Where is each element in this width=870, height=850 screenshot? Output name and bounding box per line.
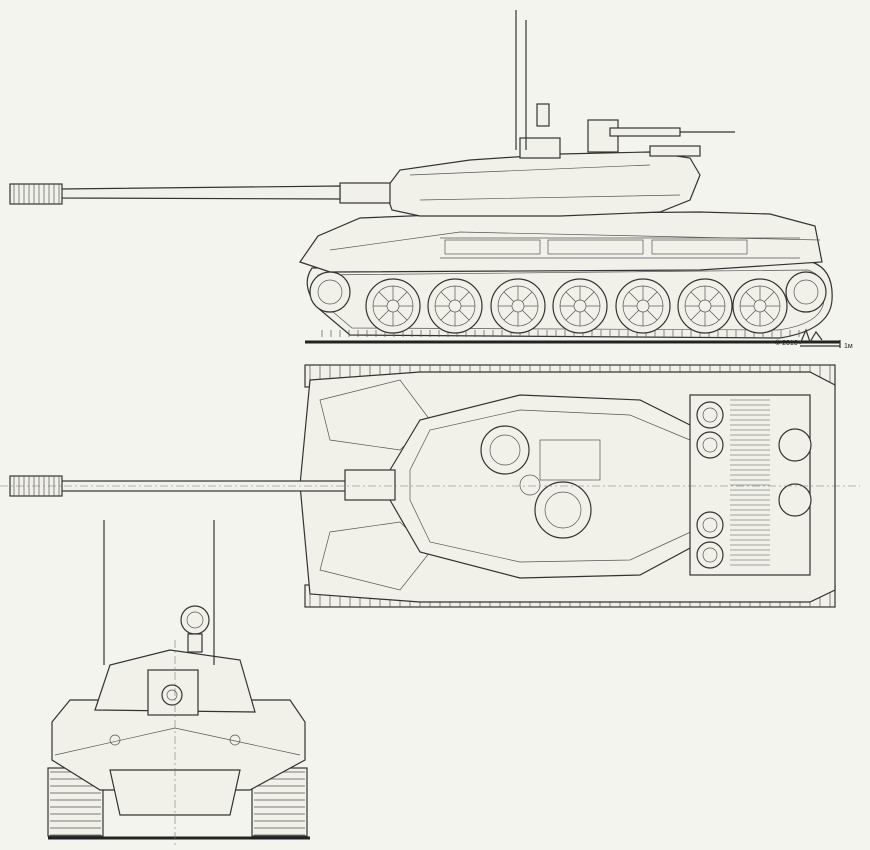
- front-gun-muzzle: [161, 684, 183, 706]
- front-view: [47, 520, 310, 845]
- side-road-wheel: [677, 278, 733, 334]
- top-view: [0, 364, 860, 608]
- front-commander-sight: [180, 605, 210, 635]
- signature-mark: [799, 328, 823, 345]
- top-engine-fan: [696, 541, 724, 569]
- side-road-wheel: [732, 278, 788, 334]
- top-commander-cupola: [534, 481, 592, 539]
- top-engine-fan: [696, 401, 724, 429]
- top-loader-hatch: [480, 425, 530, 475]
- side-road-wheel: [490, 278, 546, 334]
- top-engine-fan: [696, 511, 724, 539]
- side-view: © 2016 1м: [9, 10, 853, 350]
- side-drive-sprocket: [785, 271, 827, 313]
- scale-unit-label: 1м: [844, 343, 853, 350]
- side-road-wheel: [615, 278, 671, 334]
- side-gun-barrel: [59, 185, 341, 200]
- side-road-wheel: [552, 278, 608, 334]
- copyright-label: © 2016: [775, 339, 798, 347]
- side-road-wheel: [427, 278, 483, 334]
- top-engine-fan: [696, 431, 724, 459]
- side-idler-wheel: [309, 271, 351, 313]
- side-hull: [299, 211, 823, 273]
- side-road-wheel: [365, 278, 421, 334]
- side-turret: [384, 151, 701, 217]
